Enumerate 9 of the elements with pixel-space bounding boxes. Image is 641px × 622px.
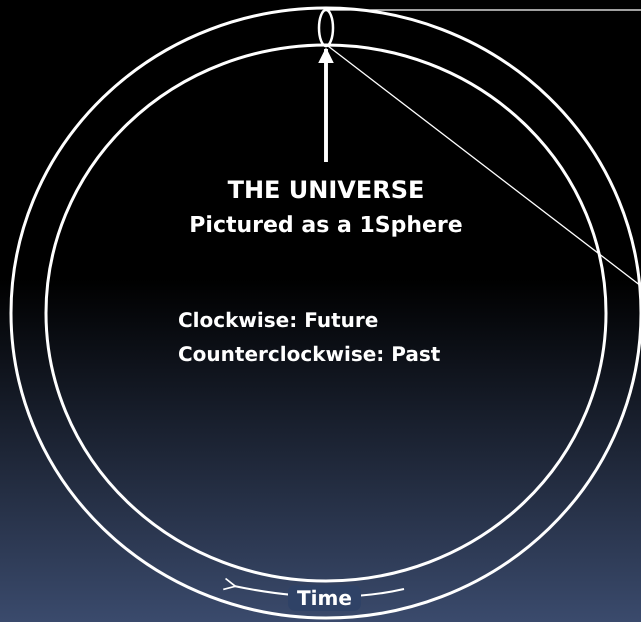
leader-line	[328, 45, 641, 287]
direction-note: Clockwise: Future	[178, 308, 378, 332]
ellipse-marker	[318, 8, 334, 48]
leader-line	[327, 9, 641, 11]
direction-note: Counterclockwise: Past	[178, 342, 440, 366]
axis-label: Time	[288, 585, 361, 611]
subheading-text: Pictured as a 1Sphere	[189, 212, 463, 240]
arrow	[318, 47, 334, 162]
heading-text: THE UNIVERSE	[228, 175, 424, 206]
